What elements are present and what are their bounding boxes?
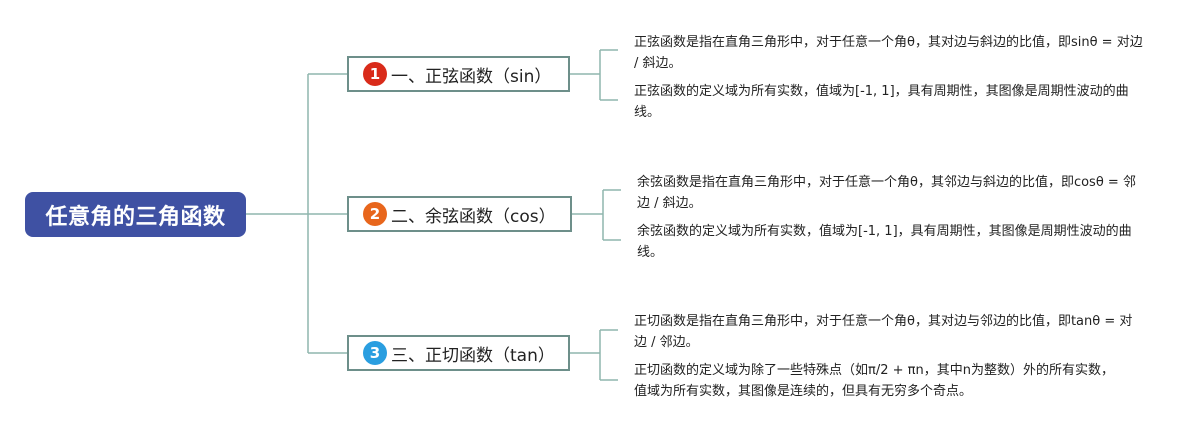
number-badge-3: 3 — [363, 341, 387, 365]
leaf-cos-properties[interactable]: 余弦函数的定义域为所有实数，值域为[-1, 1]，具有周期性，其图像是周期性波动… — [637, 221, 1147, 263]
branch-sin-label: 一、正弦函数（sin） — [391, 66, 552, 87]
leaf-sin-properties[interactable]: 正弦函数的定义域为所有实数，值域为[-1, 1]，具有周期性，其图像是周期性波动… — [634, 81, 1144, 123]
branch-tan-label: 三、正切函数（tan） — [391, 345, 555, 366]
leaf-cos-definition[interactable]: 余弦函数是指在直角三角形中，对于任意一个角θ，其邻边与斜边的比值，即cosθ =… — [637, 172, 1147, 214]
leaf-cos-properties-text: 余弦函数的定义域为所有实数，值域为[-1, 1]，具有周期性，其图像是周期性波动… — [637, 224, 1132, 260]
leaf-tan-definition-text: 正切函数是指在直角三角形中，对于任意一个角θ，其对边与邻边的比值，即tanθ =… — [634, 314, 1133, 350]
branch-sin[interactable]: 1 一、正弦函数（sin） — [347, 56, 570, 92]
root-topic[interactable]: 任意角的三角函数 — [25, 192, 246, 237]
leaf-tan-definition[interactable]: 正切函数是指在直角三角形中，对于任意一个角θ，其对边与邻边的比值，即tanθ =… — [634, 311, 1144, 353]
leaf-tan-properties-text: 正切函数的定义域为除了一些特殊点（如π/2 + πn，其中n为整数）外的所有实数… — [634, 363, 1114, 399]
leaf-tan-properties[interactable]: 正切函数的定义域为除了一些特殊点（如π/2 + πn，其中n为整数）外的所有实数… — [634, 360, 1114, 402]
branch-tan[interactable]: 3 三、正切函数（tan） — [347, 335, 570, 371]
branch-cos-label: 二、余弦函数（cos） — [391, 206, 556, 227]
leaf-sin-properties-text: 正弦函数的定义域为所有实数，值域为[-1, 1]，具有周期性，其图像是周期性波动… — [634, 84, 1129, 120]
root-topic-title: 任意角的三角函数 — [45, 204, 226, 230]
leaf-sin-definition[interactable]: 正弦函数是指在直角三角形中，对于任意一个角θ，其对边与斜边的比值，即sinθ =… — [634, 32, 1144, 74]
leaf-cos-definition-text: 余弦函数是指在直角三角形中，对于任意一个角θ，其邻边与斜边的比值，即cosθ =… — [637, 175, 1136, 211]
number-badge-2: 2 — [363, 202, 387, 226]
branch-cos[interactable]: 2 二、余弦函数（cos） — [347, 196, 572, 232]
number-badge-1: 1 — [363, 62, 387, 86]
leaf-sin-definition-text: 正弦函数是指在直角三角形中，对于任意一个角θ，其对边与斜边的比值，即sinθ =… — [634, 35, 1143, 71]
